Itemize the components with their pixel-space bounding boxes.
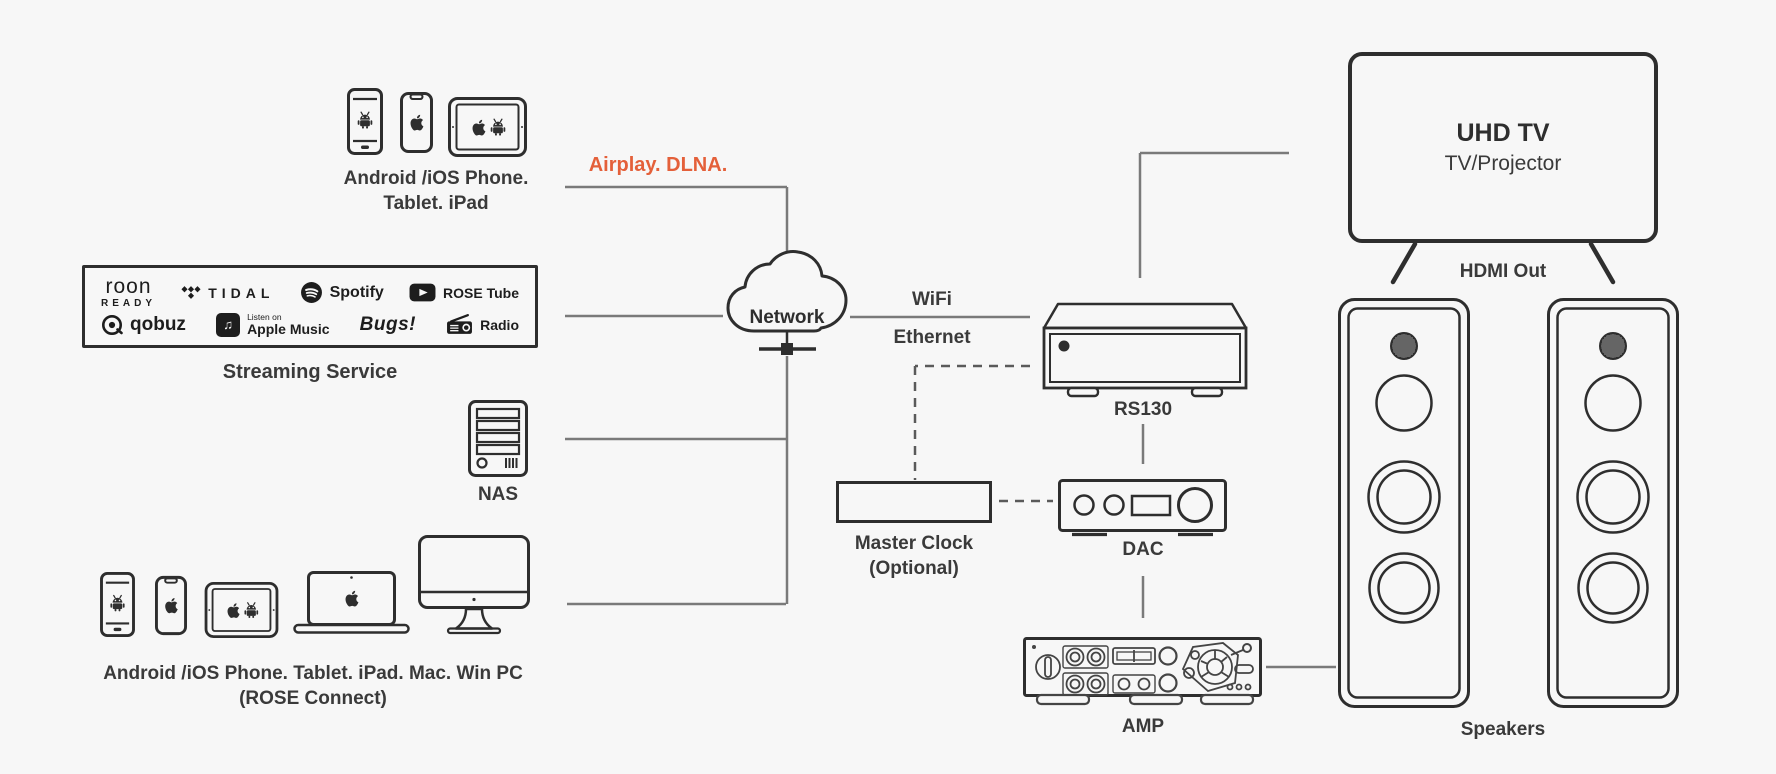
speakers-caption: Speakers: [1460, 719, 1546, 740]
tv-subtitle: TV/Projector: [1444, 152, 1562, 175]
spotify-text: Spotify: [329, 283, 384, 301]
clients-caption: Android /iOS Phone. Tablet. iPad. Mac. W…: [23, 661, 603, 711]
speaker-right-icon: [1547, 298, 1679, 708]
apple-music-name: Apple Music: [247, 320, 330, 337]
roon-logo-text: roon: [105, 275, 152, 299]
network-label: Network: [749, 307, 825, 328]
rose-tube-text: ROSE Tube: [443, 284, 519, 301]
streaming-service-box: roon READY TIDAL: [82, 265, 538, 348]
iphone-icon: [400, 92, 433, 153]
speaker-left-icon: [1338, 298, 1470, 708]
service-rose-tube: ROSE Tube: [409, 283, 519, 302]
spotify-icon: [300, 282, 322, 304]
roon-ready-logo: roon READY: [101, 276, 156, 309]
rose-tube-icon: [409, 284, 436, 302]
tidal-icon: [181, 286, 201, 300]
network-node-square: [781, 343, 793, 355]
streaming-service-caption: Streaming Service: [222, 361, 398, 383]
master-clock-caption-line2: (Optional): [869, 558, 959, 579]
nas-caption: NAS: [477, 484, 519, 505]
service-bugs: Bugs!: [360, 314, 416, 336]
rs130-caption: RS130: [1113, 399, 1173, 420]
dac-caption: DAC: [1122, 539, 1164, 560]
master-clock-caption: Master Clock (Optional): [814, 531, 1014, 581]
ipad-icon: [448, 97, 527, 157]
radio-text: Radio: [480, 316, 519, 333]
network-cloud-icon: [726, 250, 848, 333]
nas-icon: [468, 400, 528, 477]
listen-on-text: Listen on: [247, 311, 282, 322]
macbook-icon: [293, 571, 410, 634]
client-iphone-icon: [155, 575, 187, 636]
tidal-text: TIDAL: [208, 284, 275, 301]
client-android-phone-icon: [100, 572, 135, 637]
service-radio: Radio: [446, 314, 519, 335]
airplay-dlna-label: Airplay. DLNA.: [588, 154, 728, 176]
master-clock-box: [836, 481, 992, 523]
bugs-logo-text: Bugs!: [359, 313, 416, 335]
streaming-row-1: roon READY TIDAL: [101, 276, 519, 309]
uhd-tv: UHD TV TV/Projector: [1348, 52, 1658, 243]
client-ipad-icon: [204, 582, 279, 638]
qobuz-icon: [102, 314, 123, 335]
service-roon-ready: roon READY: [101, 276, 156, 309]
service-spotify: Spotify: [300, 281, 384, 304]
ethernet-label: Ethernet: [893, 327, 971, 348]
master-clock-caption-line1: Master Clock: [854, 533, 974, 554]
tv-title: UHD TV: [1456, 119, 1550, 147]
apple-music-icon: ♫: [216, 312, 241, 337]
clients-caption-line1: Android /iOS Phone. Tablet. iPad. Mac. W…: [103, 663, 523, 684]
rs130-device: [1042, 302, 1248, 398]
mobile-sources-caption: Android /iOS Phone. Tablet. iPad: [286, 166, 586, 216]
roon-ready-text: READY: [101, 298, 157, 310]
imac-icon: [418, 535, 530, 635]
mobile-sources-caption-line1: Android /iOS Phone.: [343, 168, 529, 189]
hdmi-out-label: HDMI Out: [1459, 261, 1547, 282]
mobile-sources-caption-line2: Tablet. iPad: [383, 193, 489, 214]
radio-icon: [447, 314, 473, 335]
clients-caption-line2: (ROSE Connect): [239, 688, 387, 709]
android-phone-icon: [347, 88, 383, 155]
tv-legs: [1390, 241, 1616, 285]
streaming-row-2: qobuz ♫ Listen on Apple Music Bugs!: [101, 311, 519, 337]
amp-caption: AMP: [1121, 716, 1165, 737]
service-tidal: TIDAL: [181, 285, 274, 301]
service-qobuz: qobuz: [101, 314, 186, 336]
dac-device: [1058, 479, 1227, 537]
wifi-label: WiFi: [912, 289, 952, 310]
qobuz-text: qobuz: [130, 313, 186, 335]
service-apple-music: ♫ Listen on Apple Music: [216, 311, 330, 337]
amp-device: [1023, 637, 1262, 706]
apple-music-text: Listen on Apple Music: [247, 311, 330, 337]
